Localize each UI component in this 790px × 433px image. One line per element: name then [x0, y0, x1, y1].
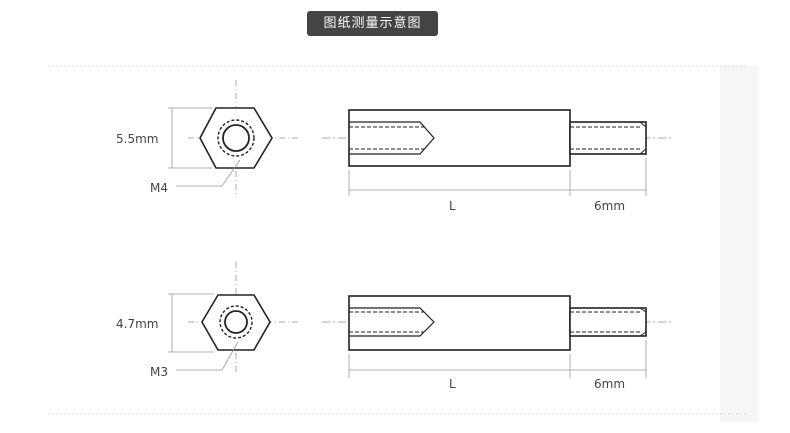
- page-title: 图纸测量示意图: [307, 11, 438, 36]
- stud-length-label: 6mm: [594, 377, 625, 391]
- thread-inner-circle: [222, 124, 250, 152]
- side-view: L 6mm: [322, 295, 672, 391]
- hex-nut-shape: [199, 107, 273, 169]
- side-view: L 6mm: [322, 109, 672, 213]
- threaded-stud: [569, 307, 647, 337]
- side-panel: [720, 66, 758, 422]
- length-label: L: [449, 199, 456, 213]
- thread-outer-circle: [219, 305, 253, 339]
- diagram-m4: 5.5mm M4 L 6mm: [116, 80, 672, 213]
- diagram-m3: 4.7mm M3 L 6mm: [116, 262, 672, 391]
- hex-width-label: 4.7mm: [116, 317, 158, 331]
- thread-leader-line: [176, 159, 241, 187]
- length-label: L: [449, 377, 456, 391]
- standoff-body: [348, 109, 571, 167]
- internal-bore: [349, 121, 435, 155]
- stud-length-label: 6mm: [594, 199, 625, 213]
- hex-end-view: 5.5mm M4: [116, 80, 298, 195]
- thread-size-label: M3: [150, 365, 168, 379]
- hex-width-label: 5.5mm: [116, 132, 158, 146]
- thread-inner-circle: [224, 310, 248, 334]
- thread-outer-circle: [217, 119, 255, 157]
- hex-nut-shape: [201, 294, 271, 351]
- internal-bore: [349, 307, 435, 337]
- thread-size-label: M4: [150, 181, 168, 195]
- thread-leader-line: [176, 341, 239, 371]
- hex-end-view: 4.7mm M3: [116, 262, 298, 379]
- standoff-body: [348, 295, 571, 351]
